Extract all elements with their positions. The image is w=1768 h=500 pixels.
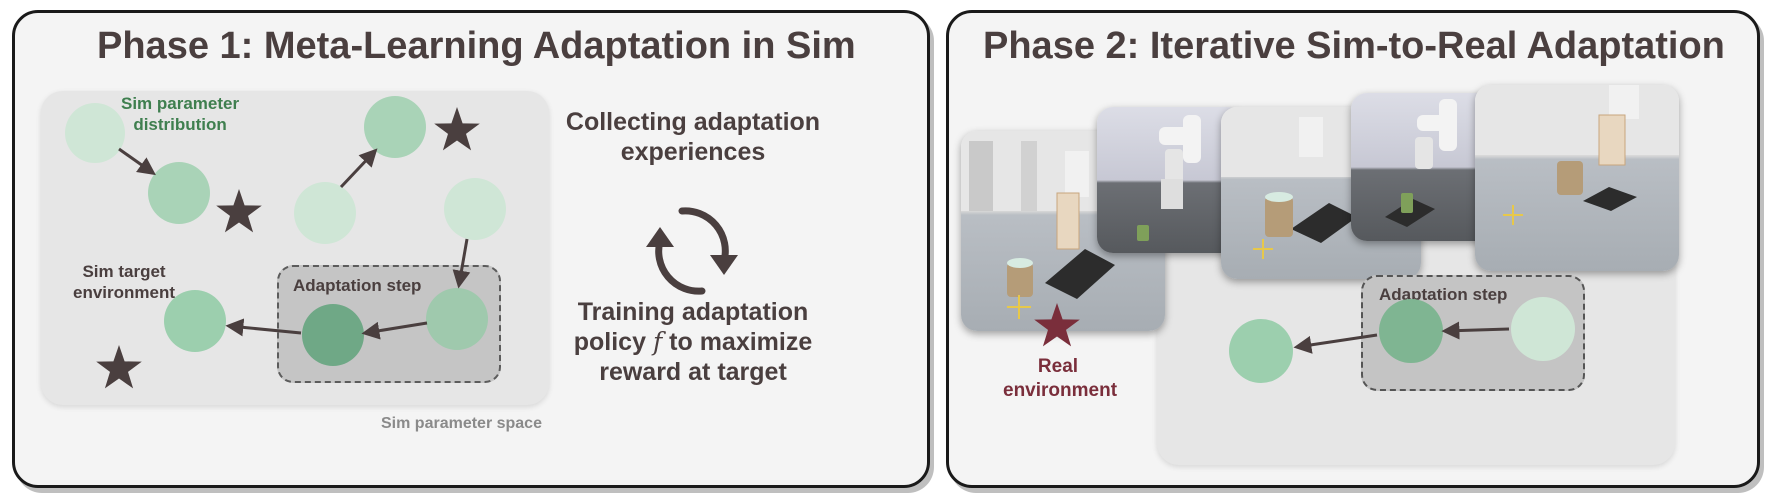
sim-scene-1 <box>1137 115 1201 241</box>
sim-target-label: Sim target environment <box>73 261 175 303</box>
crosshair-icon <box>1503 205 1523 225</box>
train-line1: Training adaptation <box>577 298 809 326</box>
train-line3: reward at target <box>599 358 787 386</box>
phase1-panel: Phase 1: Meta-Learning Adaptation in Sim… <box>12 10 930 488</box>
sim-scene-2 <box>1385 99 1457 227</box>
node-dist-4 <box>294 182 356 244</box>
node-dist-3 <box>364 96 426 158</box>
real-photo-3 <box>1475 85 1679 271</box>
sim-target-line1: Sim target <box>82 262 166 281</box>
phase1-graph <box>65 96 738 389</box>
arrow-2 <box>339 148 378 189</box>
collecting-experiences-text: Collecting adaptation experiences <box>563 107 823 167</box>
node-step-end <box>302 304 364 366</box>
node-real-end <box>1229 319 1293 383</box>
cycle-arrowhead-1 <box>710 255 738 275</box>
arrow-5 <box>225 318 302 337</box>
adaptation-step-label: Adaptation step <box>293 276 422 295</box>
train-line2-pre: policy <box>573 328 646 356</box>
crosshair-icon <box>1253 239 1273 259</box>
sim-photo-1 <box>1097 107 1243 253</box>
star-icon <box>96 345 142 389</box>
star-icon <box>216 189 262 233</box>
real-scene-3 <box>1475 85 1679 225</box>
node-dist-2 <box>148 162 210 224</box>
cycle-arrows-icon <box>655 207 729 295</box>
node-real-mid <box>1379 299 1443 363</box>
phase2-graph <box>1034 297 1575 383</box>
phase2-panel: Phase 2: Iterative Sim-to-Real Adaptatio… <box>946 10 1760 488</box>
node-real-start <box>1511 297 1575 361</box>
crosshair-icon <box>1007 295 1031 319</box>
policy-symbol: f <box>652 327 663 356</box>
node-step-start <box>426 288 488 350</box>
real-env-line2: environment <box>1003 380 1118 401</box>
collect-line1: Collecting adaptation <box>565 108 821 136</box>
arrow-real-1 <box>1441 321 1510 340</box>
node-dist-5 <box>444 178 506 240</box>
arrow-4 <box>361 321 428 340</box>
phase1-title: Phase 1: Meta-Learning Adaptation in Sim <box>97 25 856 67</box>
training-policy-text: Training adaptation policy f to maximize… <box>555 297 831 387</box>
param-distribution-line2: distribution <box>133 115 227 134</box>
train-line2-post: to maximize <box>669 328 813 356</box>
real-env-line1: Real <box>1037 356 1079 377</box>
real-environment-label: Real environment <box>1003 355 1118 403</box>
param-distribution-line1: Sim parameter <box>121 94 240 113</box>
collect-line2: experiences <box>620 138 766 166</box>
arrow-real-2 <box>1293 333 1378 354</box>
arrow-1 <box>118 147 156 176</box>
star-icon <box>434 107 480 151</box>
node-target <box>164 290 226 352</box>
param-distribution-label: Sim parameter distribution <box>121 93 239 135</box>
cycle-arrowhead-2 <box>646 227 674 247</box>
train-line2: policy f to maximize <box>555 327 831 357</box>
sim-photo-2 <box>1351 93 1499 241</box>
star-icon <box>1034 303 1080 347</box>
arrow-3 <box>452 238 471 289</box>
node-dist-1 <box>65 103 125 163</box>
sim-parameter-space-label: Sim parameter space <box>381 415 542 432</box>
phase2-title: Phase 2: Iterative Sim-to-Real Adaptatio… <box>983 25 1725 67</box>
sim-target-line2: environment <box>73 283 176 302</box>
